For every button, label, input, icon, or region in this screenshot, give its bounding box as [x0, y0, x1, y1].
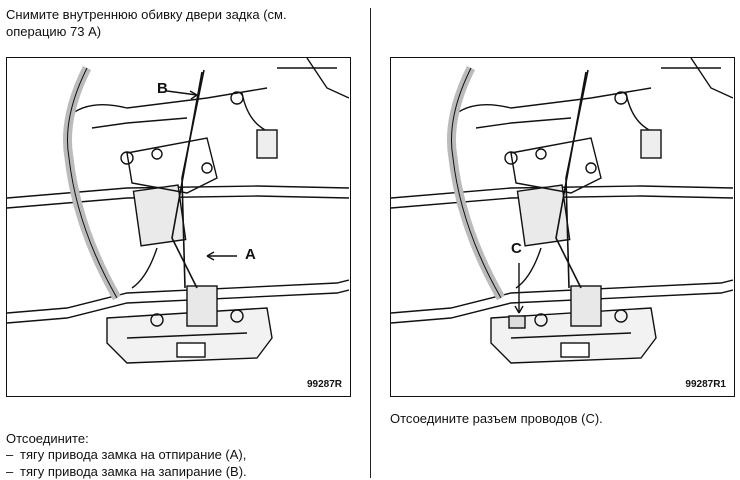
- steps-list: тягу привода замка на отпирание (А), тяг…: [6, 446, 356, 480]
- figure-number: 99287R1: [685, 379, 726, 390]
- step-lock-rod: тягу привода замка на запирание (В).: [6, 463, 356, 480]
- disconnect-heading: Отсоедините:: [6, 431, 89, 446]
- intro-text: Снимите внутреннюю обивку двери задка (с…: [6, 7, 287, 39]
- instruction-text: Отсоедините разъем проводов (С).: [390, 411, 603, 426]
- callout-a: A: [245, 246, 256, 263]
- callout-b: B: [157, 80, 168, 97]
- right-figure: C 99287R1: [390, 57, 735, 397]
- figure-number: 99287R: [306, 379, 342, 390]
- step-unlock-rod: тягу привода замка на отпирание (А),: [6, 446, 356, 463]
- callout-c: C: [511, 240, 522, 257]
- tailgate-lock-connector-illustration-icon: [391, 58, 733, 364]
- tailgate-lock-rod-illustration-icon: [7, 58, 349, 364]
- column-divider: [370, 8, 371, 478]
- left-figure: B A 99287R: [6, 57, 351, 397]
